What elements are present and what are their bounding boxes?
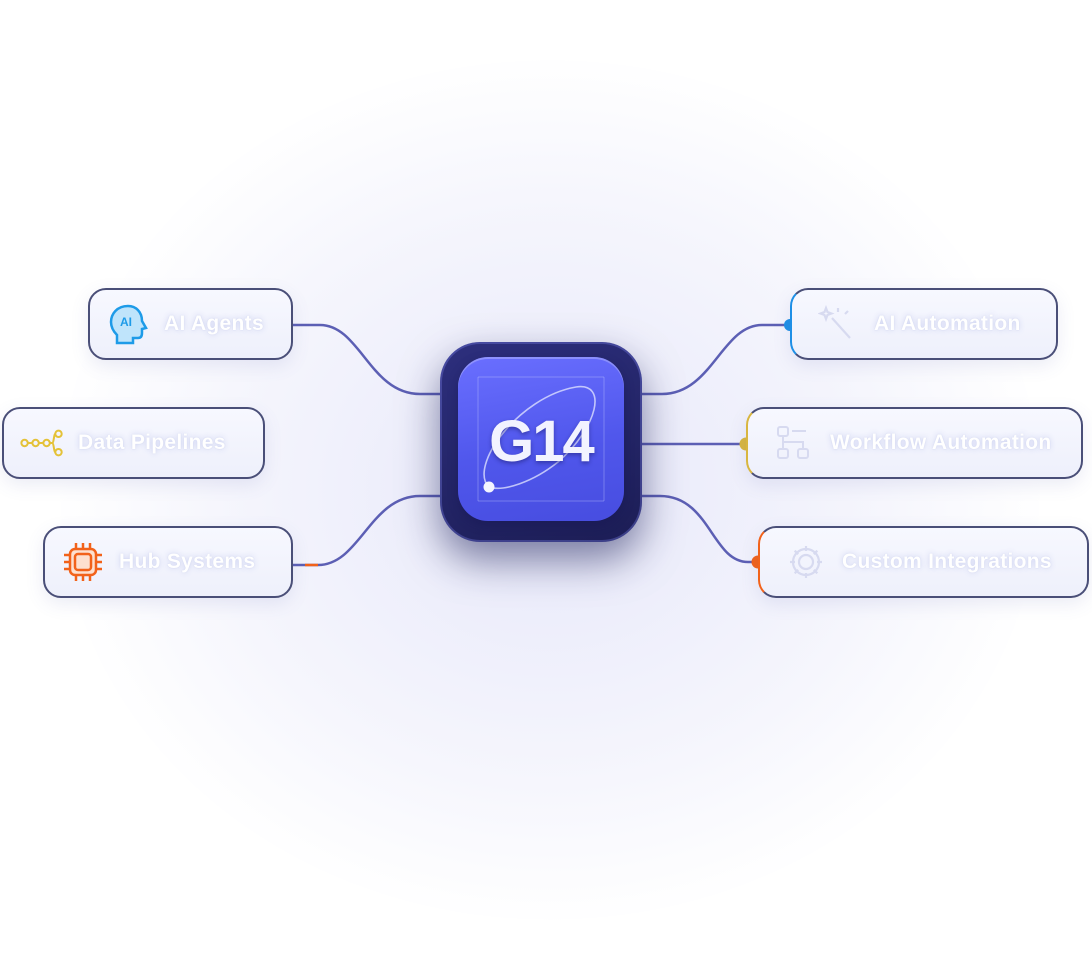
workflow-icon — [772, 421, 816, 465]
node-label: AI Agents — [164, 312, 264, 335]
hub-label: G14 — [489, 409, 595, 474]
node-label: Workflow Automation — [830, 431, 1052, 454]
node-custom-integrations[interactable]: Custom Integrations — [758, 526, 1089, 598]
pipeline-nodes-icon — [20, 421, 64, 465]
connector-hub-systems — [293, 494, 440, 567]
orbit-ring-icon — [477, 376, 605, 502]
connector-ai-agents — [293, 323, 440, 396]
node-hub-systems[interactable]: Hub Systems — [43, 526, 293, 598]
cpu-chip-icon — [61, 540, 105, 584]
node-workflow-automation[interactable]: Workflow Automation — [746, 407, 1083, 479]
node-ai-agents[interactable]: AI AI Agents — [88, 288, 293, 360]
node-ai-automation[interactable]: AI Automation — [790, 288, 1058, 360]
ai-head-icon: AI — [106, 302, 150, 346]
node-label: Data Pipelines — [78, 431, 226, 454]
connector-ai-automation — [642, 323, 790, 396]
connector-custom-integrations — [642, 494, 758, 564]
node-label: Hub Systems — [119, 550, 256, 573]
hub-chip[interactable] — [458, 357, 624, 521]
gear-icon — [784, 540, 828, 584]
node-label: Custom Integrations — [842, 550, 1052, 573]
node-data-pipelines[interactable]: Data Pipelines — [2, 407, 265, 479]
magic-wand-icon — [816, 302, 860, 346]
svg-text:AI: AI — [120, 315, 132, 329]
node-label: AI Automation — [874, 312, 1021, 335]
